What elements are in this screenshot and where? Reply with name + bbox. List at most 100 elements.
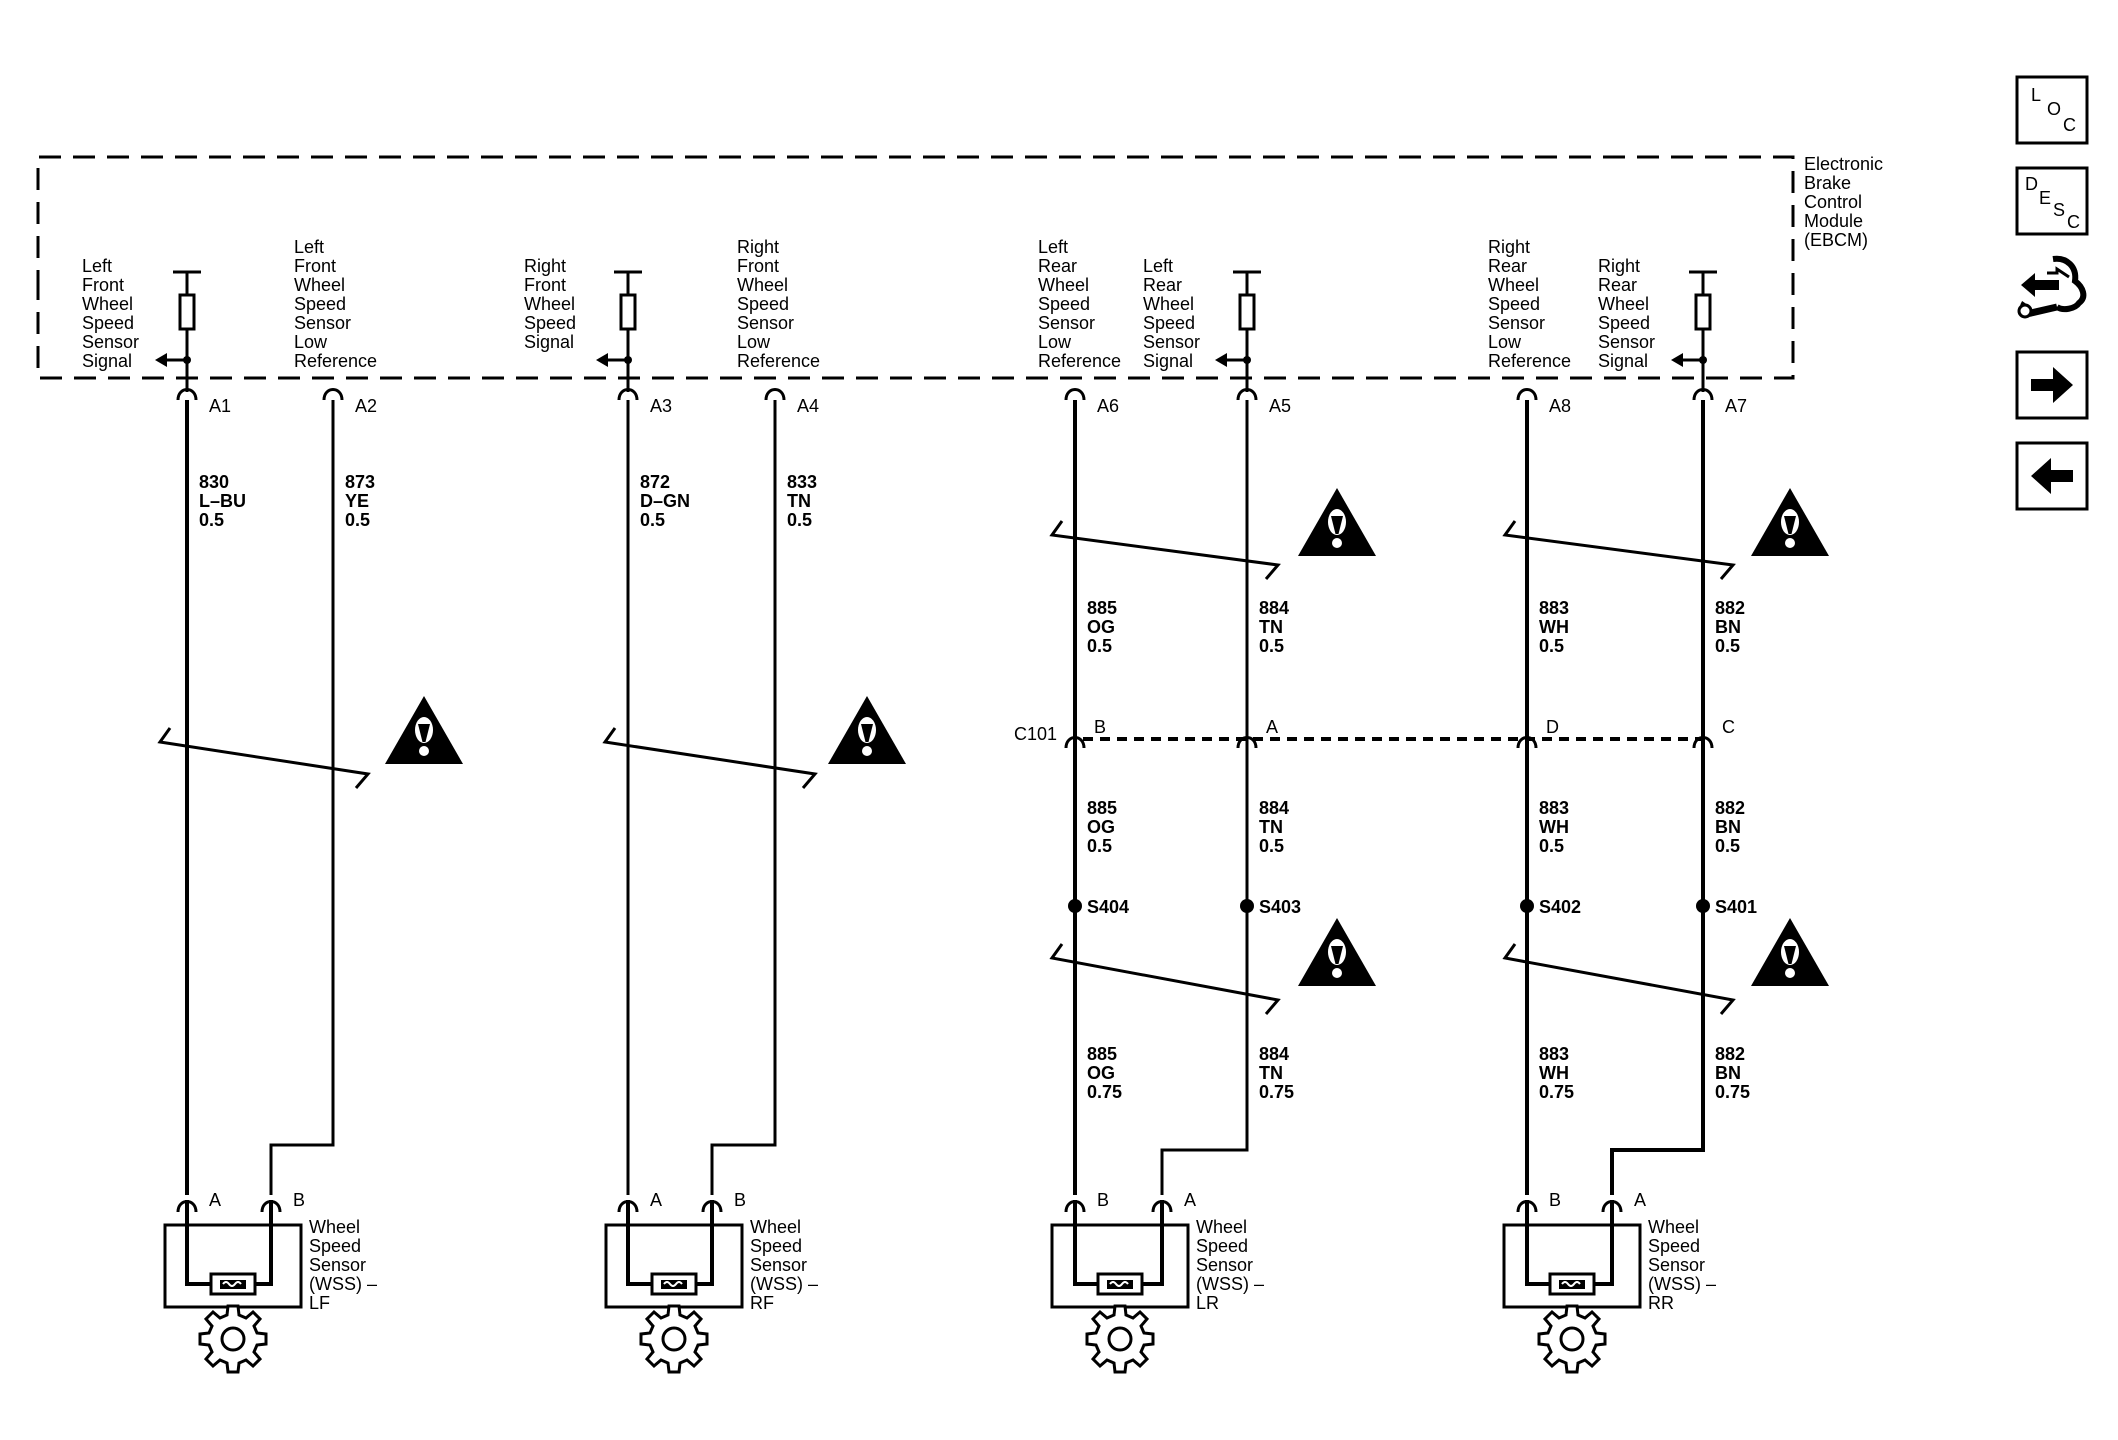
pin-id-a7: A7 — [1725, 396, 1747, 416]
pin-id-a5: A5 — [1269, 396, 1291, 416]
pin-id-a8: A8 — [1549, 396, 1571, 416]
pin-cup-a1 — [176, 388, 198, 401]
splice-label: S402 — [1539, 897, 1581, 917]
splice-label: S401 — [1715, 897, 1757, 917]
arrow-left-icon — [2031, 458, 2073, 494]
svg-text:L: L — [2031, 85, 2041, 105]
wire-break-mark — [1502, 943, 1736, 1015]
splice-label: S403 — [1259, 897, 1301, 917]
sensor-pin-label: B — [1097, 1190, 1109, 1210]
warning-triangle-icon — [385, 696, 463, 764]
ebcm-resistor — [1694, 293, 1712, 331]
sensor-coil-icon — [1559, 1280, 1585, 1289]
sensor-pin-label: B — [734, 1190, 746, 1210]
pin-id-a4: A4 — [797, 396, 819, 416]
sensor-coil-wave — [663, 1281, 683, 1287]
svg-text:C: C — [2063, 115, 2076, 135]
connector-c101-cup — [1692, 736, 1714, 749]
loc-button[interactable]: L O C — [2015, 75, 2089, 145]
sensor-internal-wire — [1140, 1200, 1164, 1286]
sensor-internal-wire — [185, 1200, 213, 1286]
sensor-internal-wire — [1525, 1200, 1552, 1286]
pin-id-a2: A2 — [355, 396, 377, 416]
connector-c101-label: C101 — [1014, 724, 1057, 744]
sensor-pin-label: B — [1549, 1190, 1561, 1210]
desc-button[interactable]: D E S C — [2015, 166, 2089, 236]
warning-triangle-icon — [1751, 918, 1829, 986]
sensor-internal-wire — [253, 1200, 273, 1286]
pin-cup-a7 — [1692, 388, 1714, 401]
ebcm-resistor — [178, 293, 196, 331]
pin-cup-a5 — [1236, 388, 1258, 401]
sensor-internal-wire — [1592, 1200, 1614, 1286]
pin-cup-a3 — [617, 388, 639, 401]
pin-id-a3: A3 — [650, 396, 672, 416]
signal-arrow-icon — [1671, 353, 1683, 367]
ebcm-resistor — [1238, 293, 1256, 331]
ebcm-module-label: Electronic Brake Control Module (EBCM) — [1804, 154, 1888, 250]
splice-label: S404 — [1087, 897, 1129, 917]
arrow-right-icon — [2031, 367, 2073, 403]
wrench-arrows-icon[interactable] — [2017, 255, 2087, 319]
splice-s403 — [1240, 899, 1254, 913]
sensor-pin-label: A — [209, 1190, 221, 1210]
pin-cup-a4 — [764, 388, 786, 401]
svg-text:D: D — [2025, 174, 2038, 194]
wire-break-mark — [1502, 520, 1736, 580]
warning-triangle-icon — [1298, 918, 1376, 986]
sensor-coil-wave — [1561, 1281, 1581, 1287]
sensor-coil-icon — [220, 1280, 246, 1289]
splice-s404 — [1068, 899, 1082, 913]
splice-s401 — [1696, 899, 1710, 913]
pin-cup-a6 — [1064, 388, 1086, 401]
prev-arrow-button[interactable] — [2015, 441, 2089, 511]
gear-icon — [1537, 1304, 1607, 1374]
svg-text:E: E — [2039, 188, 2051, 208]
sensor-internal-wire — [626, 1200, 654, 1286]
svg-text:S: S — [2053, 200, 2065, 220]
connector-c101-cup — [1236, 736, 1258, 749]
warning-triangle-icon — [1751, 488, 1829, 556]
gear-icon — [198, 1304, 268, 1374]
wire-a5 — [1160, 400, 1249, 1195]
connector-c101-pin: C — [1722, 717, 1735, 737]
wire-a2 — [269, 400, 335, 1195]
svg-text:O: O — [2047, 99, 2061, 119]
sensor-coil-wave — [222, 1281, 242, 1287]
next-arrow-button[interactable] — [2015, 350, 2089, 420]
signal-arrow-icon — [596, 353, 608, 367]
sensor-pin-label: A — [1634, 1190, 1646, 1210]
sensor-coil-icon — [661, 1280, 687, 1289]
sensor-coil-icon — [1107, 1280, 1133, 1289]
wire-break-mark — [157, 727, 371, 789]
wire-a7 — [1610, 400, 1705, 1195]
wire-a4 — [710, 400, 777, 1195]
signal-arrow-icon — [1215, 353, 1227, 367]
wire-break-mark — [1049, 520, 1281, 580]
